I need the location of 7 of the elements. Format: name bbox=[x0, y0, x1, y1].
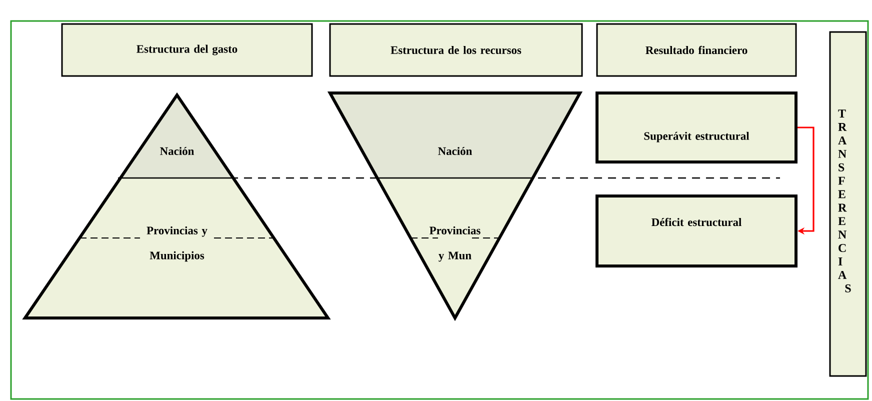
header-box: Estructura del gasto bbox=[61, 23, 313, 77]
result-box: Superávit estructural bbox=[596, 92, 798, 164]
header-box: Estructura de los recursos bbox=[329, 23, 583, 77]
result-box: Déficit estructural bbox=[596, 194, 798, 268]
header-box: Resultado financiero bbox=[596, 23, 797, 77]
arrow bbox=[798, 126, 814, 235]
vertical-box: TRANSFERENCIAS bbox=[829, 31, 867, 377]
